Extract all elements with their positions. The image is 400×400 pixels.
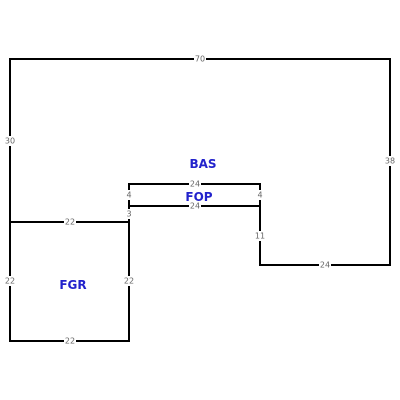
bas-top-dimension: 70 <box>195 55 205 64</box>
bas-left-dimension: 30 <box>5 137 15 146</box>
fgr-bottom-dimension: 22 <box>65 337 75 346</box>
fgr-left-dimension: 22 <box>5 277 15 286</box>
area-label-fop: FOP <box>185 190 212 204</box>
fop-bottom-dimension: 24 <box>190 202 200 211</box>
bas-bottom-right-dimension: 24 <box>320 261 330 270</box>
fgr-right-dimension: 22 <box>124 277 134 286</box>
fop-top-dimension: 24 <box>190 180 200 189</box>
area-label-fgr: FGR <box>59 278 86 292</box>
dimension-labels: 70 30 38 24 11 24 24 4 4 22 22 22 22 3 <box>4 54 396 346</box>
bas-notch-right-dimension: 11 <box>255 232 265 241</box>
area-labels: BAS FOP FGR <box>59 157 216 292</box>
area-label-bas: BAS <box>189 157 216 171</box>
fop-left-dimension: 4 <box>126 191 131 200</box>
bas-right-dimension: 38 <box>385 157 395 166</box>
fop-right-dimension: 4 <box>257 191 262 200</box>
fgr-notch-dimension: 3 <box>126 210 131 219</box>
fgr-top-dimension: 22 <box>65 218 75 227</box>
